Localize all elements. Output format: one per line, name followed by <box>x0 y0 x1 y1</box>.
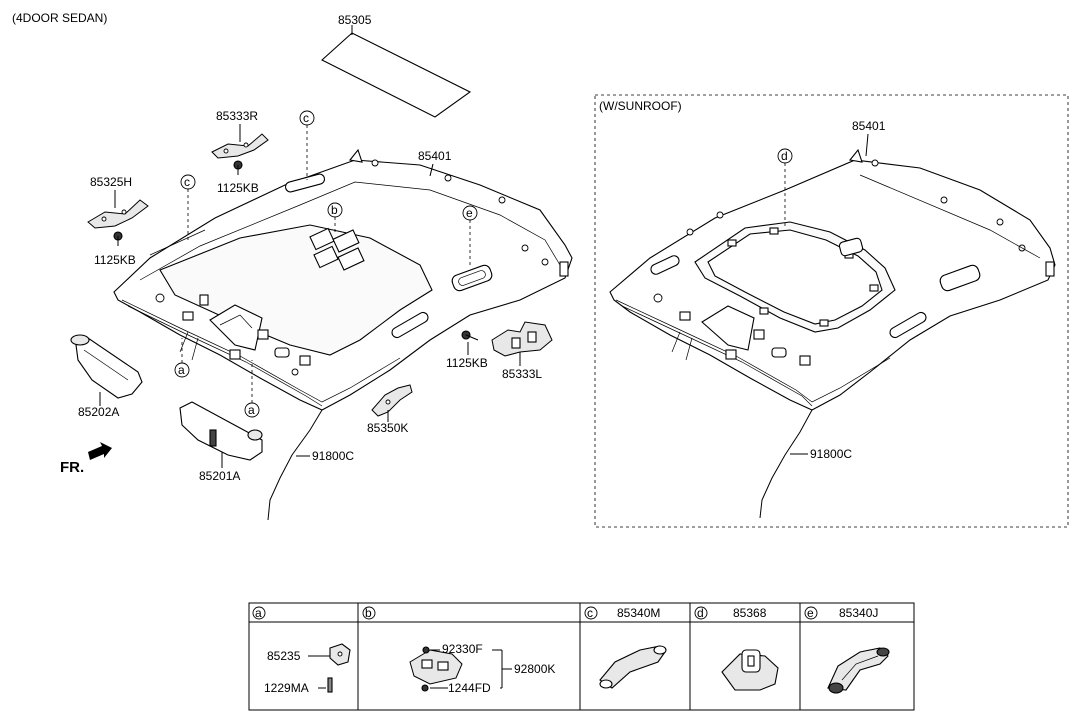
label-85350k: 85350K <box>367 421 408 435</box>
callout-b: b <box>327 202 343 232</box>
sunroof-panel-frame <box>594 94 1069 528</box>
bolt-2 <box>113 231 123 246</box>
label-91800c-sunroof: 91800C <box>810 447 852 461</box>
label-85202a: 85202A <box>78 405 119 419</box>
callout-d: d <box>777 148 793 228</box>
legend-header-c: c 85340M <box>584 606 660 620</box>
callout-a-2: a <box>244 360 260 418</box>
svg-text:92800K: 92800K <box>514 662 555 676</box>
svg-text:c: c <box>184 175 190 189</box>
fr-label: FR. <box>60 459 84 476</box>
cell-b-content: 92330F 1244FD 92800K <box>409 642 555 695</box>
svg-text:c: c <box>303 111 309 125</box>
clip-85350k <box>371 384 413 417</box>
sun-visor-85201a <box>179 401 263 461</box>
svg-text:a: a <box>248 403 255 417</box>
svg-text:1229MA: 1229MA <box>264 681 309 695</box>
headlining-main <box>113 148 573 411</box>
svg-text:85368: 85368 <box>733 606 767 620</box>
sunroof-title: (W/SUNROOF) <box>599 99 682 113</box>
label-85305: 85305 <box>338 13 372 27</box>
cell-d-bracket <box>721 649 779 691</box>
label-85325h: 85325H <box>90 175 132 189</box>
cell-c-handle <box>599 645 667 689</box>
svg-text:85340J: 85340J <box>839 606 878 620</box>
legend-header-e: e 85340J <box>804 606 878 620</box>
svg-text:e: e <box>807 606 814 620</box>
label-1125kb-1: 1125KB <box>217 181 259 195</box>
svg-text:d: d <box>697 606 704 620</box>
legend-header-a: a <box>252 606 266 620</box>
bracket-85333r <box>211 133 269 159</box>
headlining-sunroof <box>609 148 1056 411</box>
sun-visor-85202a <box>70 334 143 399</box>
cell-e-handle <box>827 647 890 694</box>
label-85401: 85401 <box>418 149 452 163</box>
label-85401-sunroof: 85401 <box>852 119 886 133</box>
svg-text:c: c <box>587 606 593 620</box>
svg-text:1244FD: 1244FD <box>448 681 491 695</box>
cell-a-content: 85235 1229MA <box>264 643 351 695</box>
label-91800c: 91800C <box>312 449 354 463</box>
bolt-3 <box>461 330 479 341</box>
svg-text:a: a <box>255 606 262 620</box>
svg-text:a: a <box>178 363 185 377</box>
label-85333r: 85333R <box>216 109 258 123</box>
grab-handle-right <box>451 264 493 292</box>
svg-text:e: e <box>466 206 473 220</box>
map-lamp-cutout <box>309 227 365 271</box>
label-85333l: 85333L <box>502 367 542 381</box>
grab-handle-left <box>284 173 326 193</box>
legend-header-b: b <box>362 606 376 620</box>
callout-c-2: c <box>299 110 315 180</box>
bolt-1 <box>233 160 243 175</box>
svg-text:92330F: 92330F <box>442 642 483 656</box>
svg-text:85235: 85235 <box>267 649 301 663</box>
svg-text:b: b <box>331 203 338 217</box>
label-1125kb-3: 1125KB <box>446 356 488 370</box>
legend-table <box>248 602 915 711</box>
label-1125kb-2: 1125KB <box>94 253 136 267</box>
bracket-85325h <box>87 199 149 229</box>
wiring-harness-sunroof <box>759 409 813 519</box>
svg-text:85340M: 85340M <box>617 606 660 620</box>
front-direction-arrow <box>88 442 112 460</box>
callout-e: e <box>462 205 478 268</box>
callout-a-1: a <box>174 338 190 378</box>
bracket-85333l <box>491 321 553 357</box>
roof-pad <box>321 32 472 118</box>
variant-label: (4DOOR SEDAN) <box>12 11 107 25</box>
svg-text:b: b <box>365 606 372 620</box>
label-85201a: 85201A <box>199 469 240 483</box>
svg-text:d: d <box>781 149 788 163</box>
callout-c-1: c <box>180 174 196 240</box>
legend-header-d: d 85368 <box>694 606 767 620</box>
wiring-harness <box>267 409 323 521</box>
